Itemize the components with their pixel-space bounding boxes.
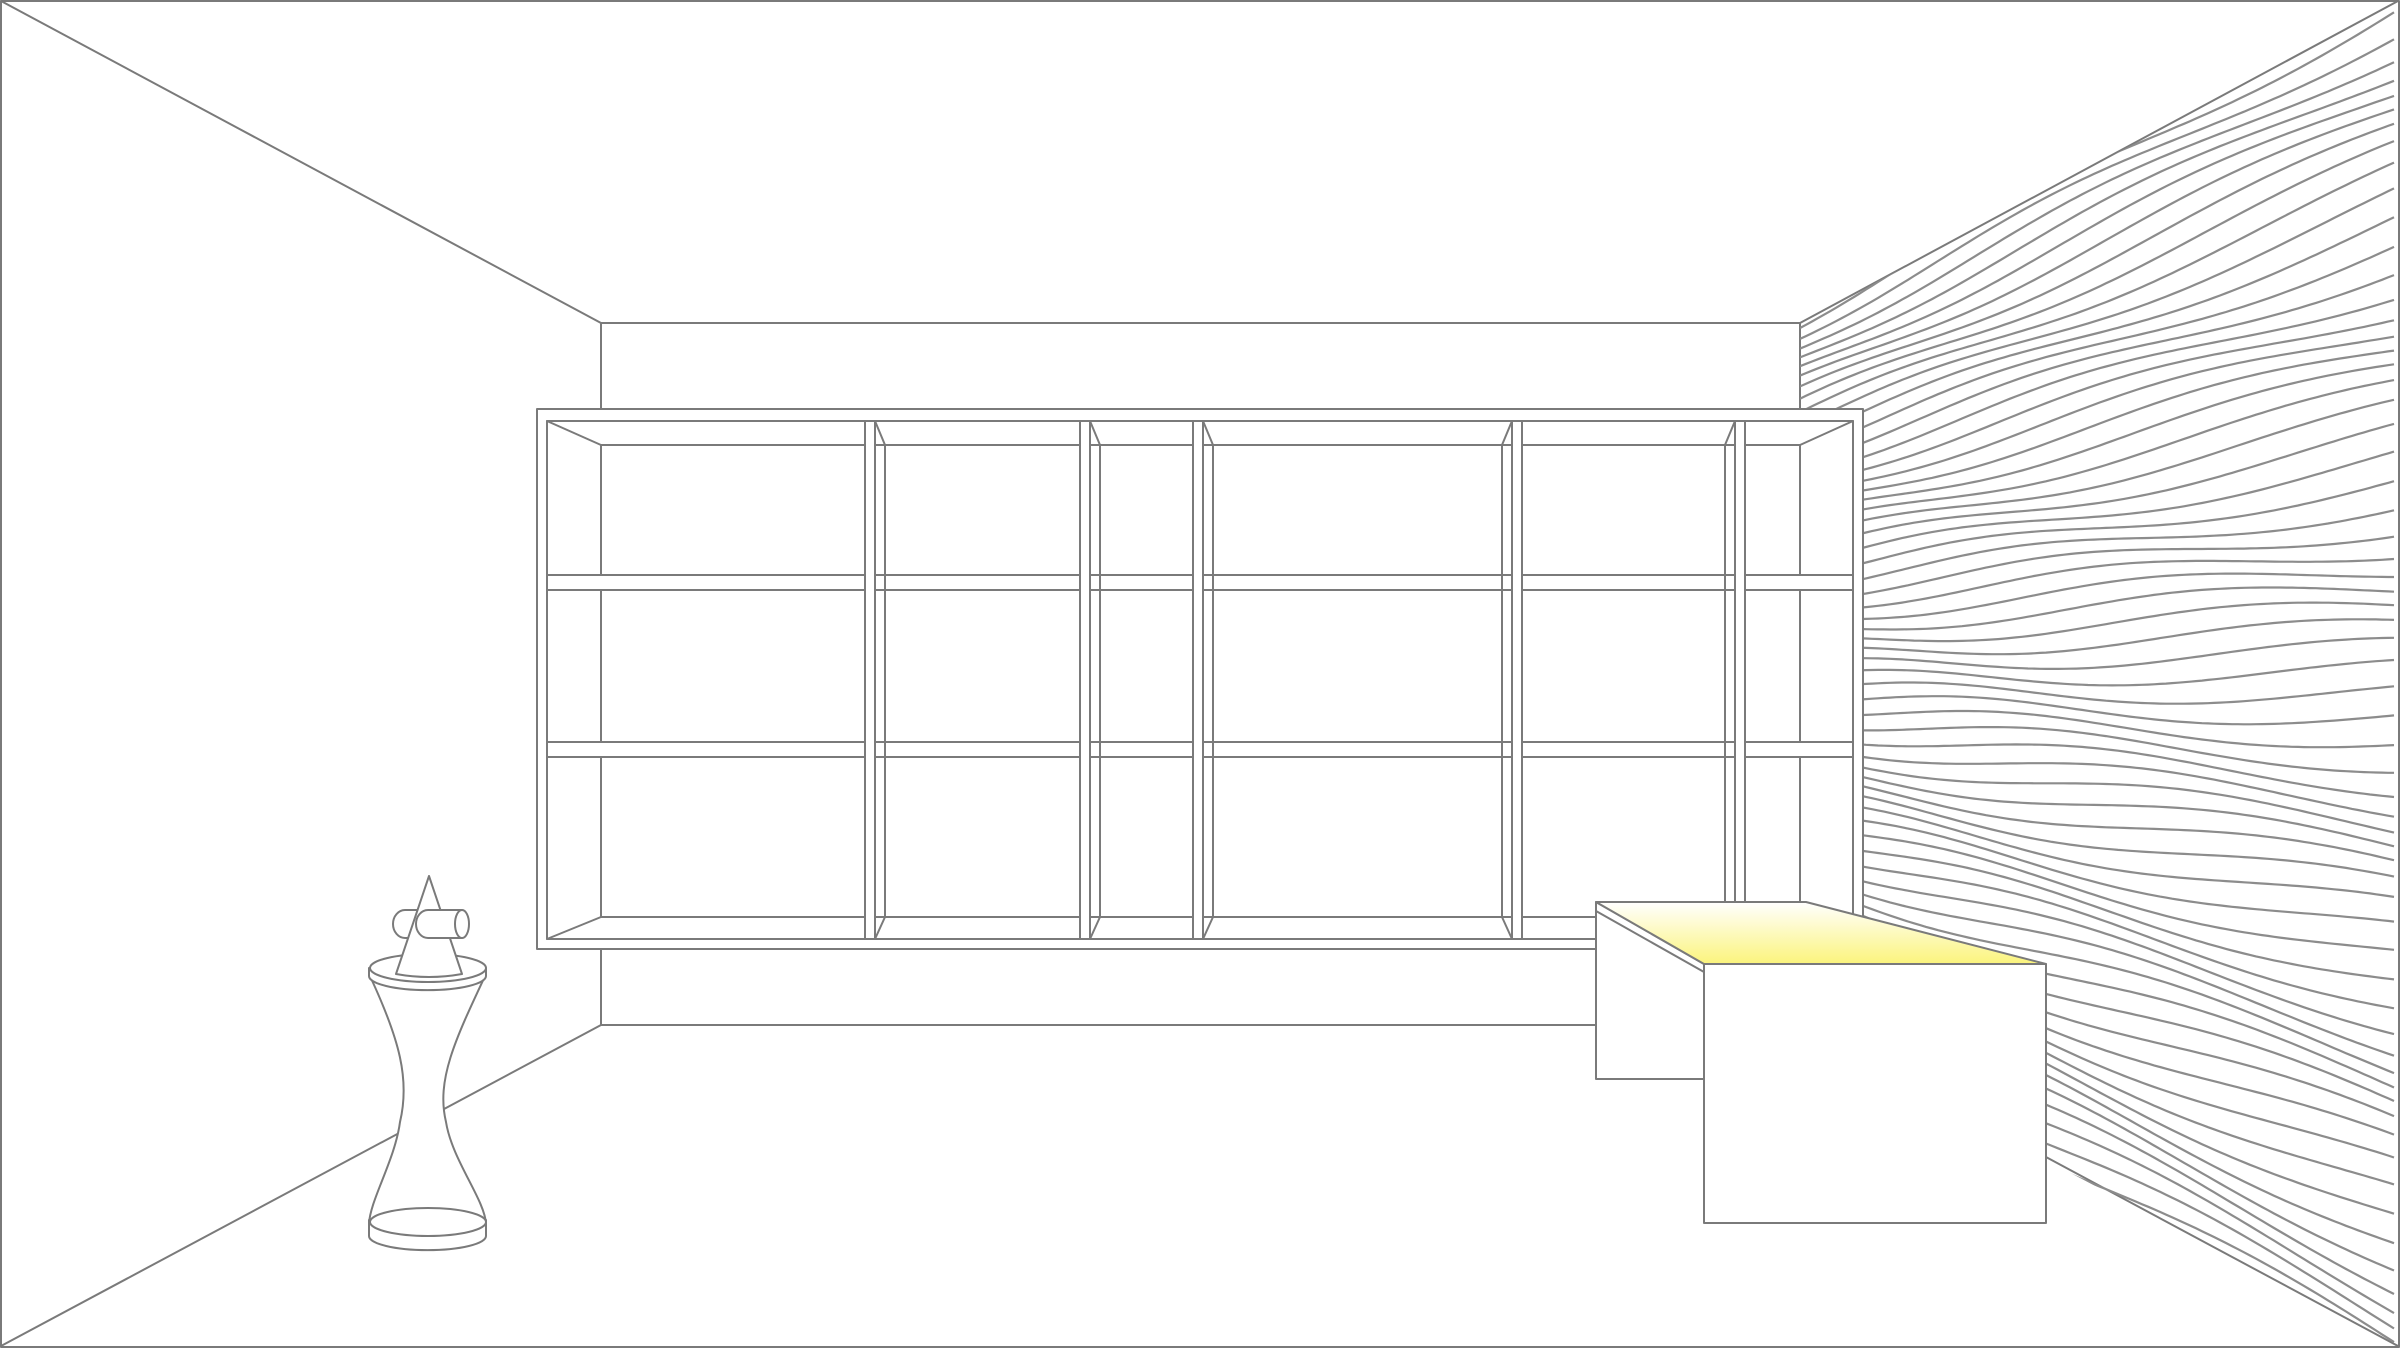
shelf-edge <box>1724 420 1736 446</box>
shelf-divider <box>1192 420 1204 940</box>
wave-line <box>1800 851 2395 1010</box>
wave-line <box>1800 744 2395 818</box>
shelf-edge <box>874 916 886 940</box>
wave-line <box>1800 862 2395 1036</box>
wave-line <box>1800 826 2395 951</box>
shelf-edge <box>1202 420 1214 446</box>
wave-line <box>1800 319 2395 486</box>
shelf-edge <box>1202 916 1214 940</box>
wave-line <box>1800 557 2395 612</box>
wave-line <box>1800 187 2395 428</box>
bookshelf <box>536 408 1864 950</box>
wave-line <box>1800 274 2395 466</box>
wave-line <box>1800 725 2394 774</box>
wave-line <box>1800 349 2395 503</box>
shelf-edge <box>546 420 602 446</box>
shelf-edge <box>1501 916 1513 940</box>
wave-line <box>1800 798 2395 898</box>
wave-line <box>1800 871 2395 1057</box>
wave-line <box>1800 398 2395 538</box>
wave-line <box>1800 735 2395 799</box>
desk <box>1595 901 2047 1224</box>
shelf-divider <box>864 420 876 940</box>
wave-line <box>1800 784 2395 878</box>
wave-line <box>1800 636 2395 670</box>
shelf-edge <box>1799 420 1854 446</box>
wave-line <box>1800 108 2395 377</box>
pedestal <box>368 953 487 1252</box>
wave-line <box>1800 535 2395 603</box>
wave-line <box>1800 762 2395 848</box>
wave-line <box>1800 450 2395 566</box>
wave-line <box>1800 753 2395 834</box>
wave-line <box>1800 216 2395 442</box>
sculpture <box>392 875 470 978</box>
shelf-edge <box>874 420 886 446</box>
shelf-divider <box>1079 420 1091 940</box>
wave-line <box>1800 586 2395 631</box>
wave-line <box>1800 161 2395 414</box>
shelf-edge <box>1089 916 1101 940</box>
shelf-edge <box>546 916 602 940</box>
wave-line <box>1800 812 2395 923</box>
wave-line <box>1800 298 2395 476</box>
shelf-divider <box>1734 420 1746 940</box>
wave-line <box>1800 379 2395 525</box>
wave-line <box>1800 681 2395 705</box>
wave-line <box>1800 601 2395 643</box>
wave-line <box>1800 245 2395 455</box>
wave-line <box>1800 480 2395 580</box>
wave-line <box>1800 572 2394 621</box>
wave-line <box>1800 122 2395 388</box>
wave-line <box>1800 94 2395 368</box>
wave-line <box>1800 61 2395 350</box>
wave-line <box>1800 11 2395 329</box>
wave-line <box>1800 79 2395 359</box>
wave-line <box>1800 140 2395 400</box>
wave-line <box>1800 695 2395 726</box>
wave-line <box>1800 509 2395 592</box>
shelf-edge <box>1089 420 1101 446</box>
wave-wall-pattern <box>1800 11 2395 1344</box>
wave-line <box>1800 773 2395 862</box>
wave-line <box>1800 618 2395 656</box>
wave-line <box>1800 839 2395 981</box>
wave-line <box>1800 880 2395 1075</box>
shelf-edge <box>1501 420 1513 446</box>
wave-line <box>1800 363 2395 513</box>
wave-line <box>1800 335 2395 494</box>
wave-line <box>1800 38 2395 340</box>
wave-line <box>1800 658 2395 687</box>
wave-line <box>1800 422 2395 552</box>
wave-line <box>1800 709 2395 749</box>
shelf-divider <box>1511 420 1523 940</box>
